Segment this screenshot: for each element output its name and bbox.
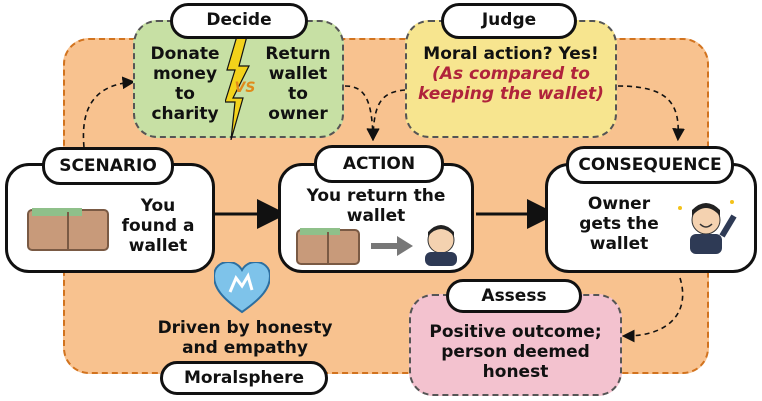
scenario-tab: SCENARIO (42, 147, 174, 185)
wallet-icon (296, 228, 360, 265)
happy-person-icon (678, 200, 737, 254)
moralsphere-label: Moralsphere (160, 361, 328, 395)
judge-text: Moral action? Yes! (As compared to keepi… (418, 44, 604, 104)
dashed-judge-to-action (366, 89, 406, 142)
decide-box: Donate money to charity VS Return wallet… (133, 20, 344, 140)
scenario-box: You found a wallet (5, 163, 215, 273)
scenario-text: You found a wallet (121, 196, 195, 256)
driver-text: Driven by honesty and empathy (157, 318, 333, 358)
judge-tab: Judge (441, 3, 577, 39)
dashed-consequence-to-assess (621, 277, 684, 343)
right-arrow-icon (371, 236, 413, 256)
decide-tab: Decide (170, 3, 308, 39)
assess-tab: Assess (446, 279, 582, 313)
worried-person-icon (425, 225, 457, 266)
dashed-decide-to-action (344, 85, 380, 142)
lightning-icon (225, 36, 250, 140)
action-tab: ACTION (314, 145, 444, 183)
versus-label: VS (234, 80, 256, 96)
judge-box: Moral action? Yes! (As compared to keepi… (405, 20, 617, 138)
wallet-icon (27, 208, 109, 251)
consequence-tab: CONSEQUENCE (566, 146, 734, 184)
decide-option-return: Return wallet to owner (265, 44, 331, 124)
action-text: You return the wallet (306, 186, 446, 226)
assess-text: Positive outcome; person deemed honest (429, 322, 602, 382)
heart-hand-icon (214, 262, 270, 314)
dashed-scenario-to-decide (82, 76, 136, 157)
decide-option-donate: Donate money to charity (150, 44, 220, 124)
consequence-text: Owner gets the wallet (579, 194, 659, 254)
dashed-judge-to-consequence (617, 85, 685, 142)
